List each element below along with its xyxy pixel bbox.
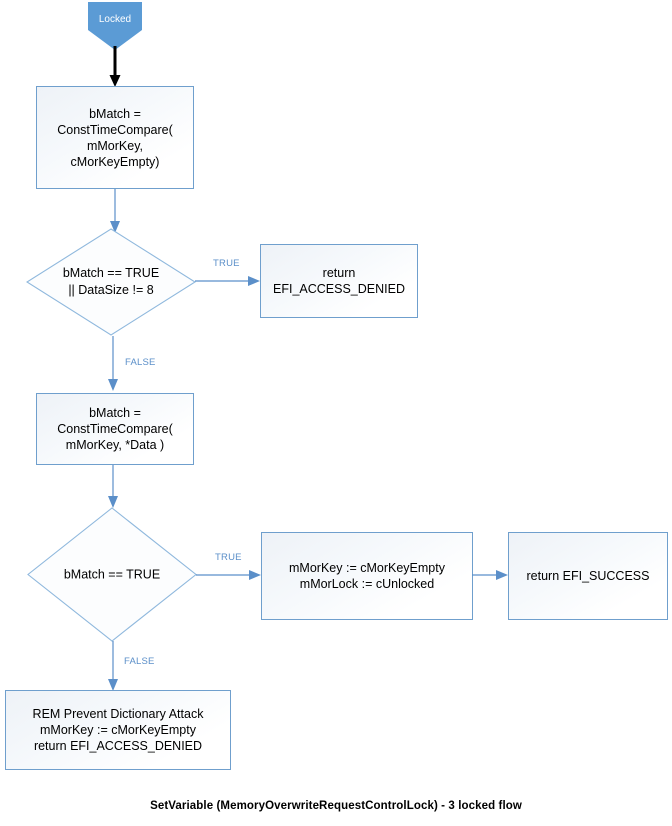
process-prevent-dictionary-attack[interactable]: REM Prevent Dictionary Attack mMorKey :=… [5, 690, 231, 770]
process-compare-empty[interactable]: bMatch = ConstTimeCompare( mMorKey, cMor… [36, 86, 194, 189]
connector-unlock-to-success [472, 568, 509, 582]
connector-decision2-false [104, 641, 122, 692]
process-return-access-denied-label: return EFI_ACCESS_DENIED [273, 266, 405, 296]
process-compare-data[interactable]: bMatch = ConstTimeCompare( mMorKey, *Dat… [36, 393, 194, 465]
connector-decision1-true [195, 274, 261, 288]
connector-decision1-false [104, 336, 122, 392]
decision-match-or-size[interactable]: bMatch == TRUE || DataSize != 8 [26, 228, 196, 336]
edge-label-decision2-true: TRUE [215, 552, 242, 563]
process-compare-data-label: bMatch = ConstTimeCompare( mMorKey, *Dat… [57, 406, 173, 452]
diamond-shape [26, 228, 196, 336]
process-return-success-label: return EFI_SUCCESS [526, 569, 650, 583]
process-unlock-assign-label: mMorKey := cMorKeyEmpty mMorLock := cUnl… [289, 561, 445, 591]
diagram-caption: SetVariable (MemoryOverwriteRequestContr… [150, 800, 522, 812]
edge-label-decision1-false: FALSE [125, 357, 156, 368]
pentagon-banner-icon [88, 2, 142, 50]
edge-label-decision1-true: TRUE [213, 258, 240, 269]
connector-compare-data-to-decision2 [104, 465, 122, 509]
process-compare-empty-label: bMatch = ConstTimeCompare( mMorKey, cMor… [57, 106, 173, 169]
edge-label-decision2-false: FALSE [124, 656, 155, 667]
decision-match[interactable]: bMatch == TRUE [27, 507, 197, 642]
start-node-locked[interactable]: Locked [88, 2, 142, 50]
process-unlock-assign[interactable]: mMorKey := cMorKeyEmpty mMorLock := cUnl… [261, 532, 473, 620]
process-return-access-denied[interactable]: return EFI_ACCESS_DENIED [260, 244, 418, 318]
connector-decision2-true [196, 568, 262, 582]
diamond-shape [27, 507, 197, 642]
connector-start-to-compare-empty [106, 46, 124, 90]
process-return-success[interactable]: return EFI_SUCCESS [508, 532, 668, 620]
process-prevent-dictionary-attack-label: REM Prevent Dictionary Attack mMorKey :=… [32, 707, 204, 753]
